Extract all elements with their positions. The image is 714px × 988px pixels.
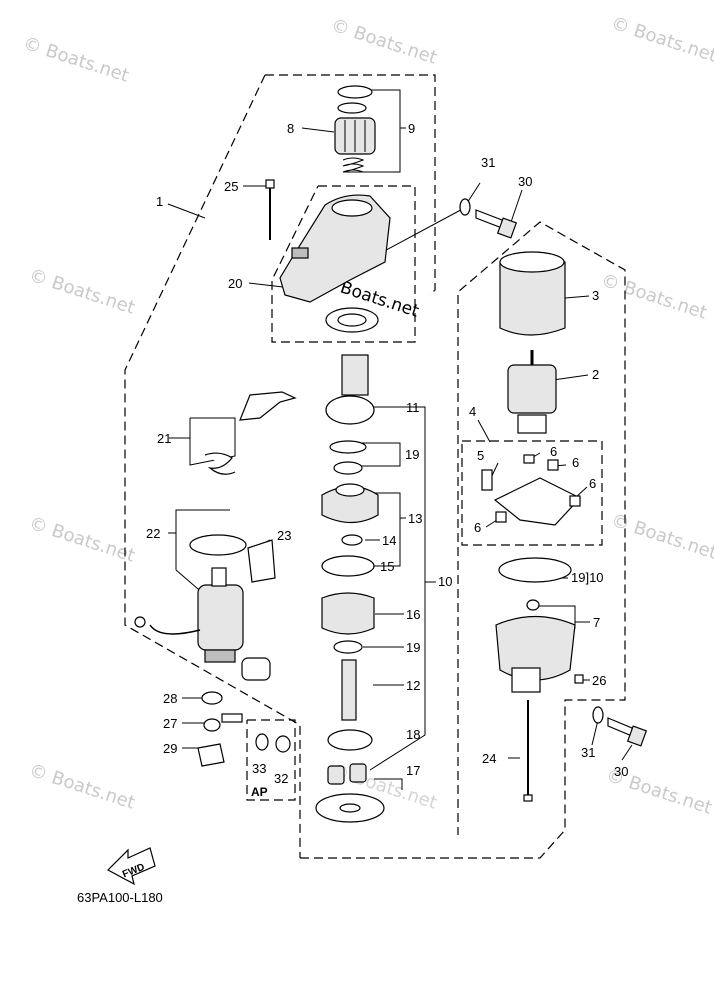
callout-11: 11	[406, 400, 420, 415]
internal-gear-16	[321, 592, 375, 635]
assembly-1-outline-left	[124, 74, 301, 858]
callout-30: 30	[518, 174, 532, 189]
callout-14: 14	[382, 533, 396, 548]
gasket-22	[189, 534, 247, 556]
screw-26	[574, 674, 584, 684]
callout-labels: 1 2 3 4 5 6 6 6 6 7 8 9 10 19]10 11 12 1…	[77, 121, 628, 905]
callout-4: 4	[469, 404, 476, 419]
washer-31-top	[459, 198, 471, 216]
callout-10: 10	[438, 574, 452, 589]
bushing-14	[341, 534, 363, 546]
diagram-code: 63PA100-L180	[77, 890, 163, 905]
assembly-1-outline	[265, 74, 436, 296]
callout-15: 15	[380, 559, 394, 574]
nut-27	[203, 718, 221, 732]
brush-holder-4-outline	[461, 440, 603, 546]
brush-plate-19	[498, 557, 572, 583]
spring-21	[204, 452, 236, 475]
planet-gear-18	[327, 765, 345, 785]
bolt-30-bottom	[607, 717, 633, 737]
callout-6: 6	[589, 476, 596, 491]
callout-19-10: 19]10	[571, 570, 604, 585]
callout-23: 23	[277, 528, 291, 543]
callout-13: 13	[408, 511, 422, 526]
callout-30: 30	[614, 764, 628, 779]
nut-28	[201, 691, 223, 705]
housing-20-outline	[271, 185, 416, 343]
callout-20: 20	[228, 276, 242, 291]
armature-2	[507, 364, 557, 414]
parts	[107, 85, 648, 886]
callout-26: 26	[592, 673, 606, 688]
callout-29: 29	[163, 741, 177, 756]
ap-kit-outline	[246, 719, 296, 801]
drive-shaft-11	[341, 354, 369, 396]
callout-6: 6	[550, 444, 557, 459]
brush-holder-plate-4	[493, 477, 581, 526]
front-housing-20	[279, 194, 391, 303]
cap-29	[197, 743, 225, 767]
watermark: © Boats.net	[608, 13, 714, 67]
ring-7	[526, 599, 540, 611]
callout-31: 31	[481, 155, 495, 170]
callout-12: 12	[406, 678, 420, 693]
callout-1: 1	[156, 194, 163, 209]
washer-9	[337, 102, 367, 114]
group-outlines	[124, 74, 626, 859]
watermark: © Boats.net	[608, 510, 714, 564]
planet-gear-18	[349, 763, 367, 783]
callout-9: 9	[408, 121, 415, 136]
ring-15	[321, 555, 375, 577]
leader-lines	[167, 89, 633, 790]
snap-ring-9	[337, 85, 373, 99]
bolt-30-top	[475, 209, 503, 229]
solenoid-22	[197, 584, 244, 651]
callout-5: 5	[477, 448, 484, 463]
callout-3: 3	[592, 288, 599, 303]
plate-23	[247, 539, 276, 583]
callout-27: 27	[163, 716, 177, 731]
fwd-arrow-icon	[107, 847, 156, 886]
callout-19: 19	[405, 447, 419, 462]
callout-21: 21	[157, 431, 171, 446]
callout-18: 18	[406, 727, 420, 742]
watermark: © Boats.net	[26, 265, 137, 319]
lever-21	[239, 391, 297, 421]
watermark: © Boats.net	[598, 270, 709, 324]
clip-19	[329, 440, 367, 454]
watermark: © Boats.net	[26, 760, 137, 814]
callout-28: 28	[163, 691, 177, 706]
watermark: © Boats.net	[20, 33, 131, 87]
callout-32: 32	[274, 771, 288, 786]
spring-9	[342, 157, 365, 173]
washer-19	[333, 461, 363, 475]
callout-33: 33	[252, 761, 266, 776]
watermark: © Boats.net	[26, 513, 137, 567]
washer-31-bottom	[592, 706, 604, 724]
washer-33	[255, 733, 269, 751]
callout-8: 8	[287, 121, 294, 136]
assembly-10-outline	[300, 221, 626, 859]
callout-16: 16	[406, 607, 420, 622]
callout-31: 31	[581, 745, 595, 760]
washer-19-lower	[333, 640, 363, 654]
callout-25: 25	[224, 179, 238, 194]
shaft-12	[341, 659, 357, 721]
nut-32	[275, 735, 291, 753]
callout-2: 2	[592, 367, 599, 382]
callout-24: 24	[482, 751, 496, 766]
callout-19: 19	[406, 640, 420, 655]
ap-kit-label: AP	[251, 785, 268, 799]
callout-7: 7	[593, 615, 600, 630]
callout-17: 17	[406, 763, 420, 778]
callout-22: 22	[146, 526, 160, 541]
callout-6: 6	[474, 520, 481, 535]
callout-6: 6	[572, 455, 579, 470]
watermark: © Boats.net	[328, 15, 439, 69]
